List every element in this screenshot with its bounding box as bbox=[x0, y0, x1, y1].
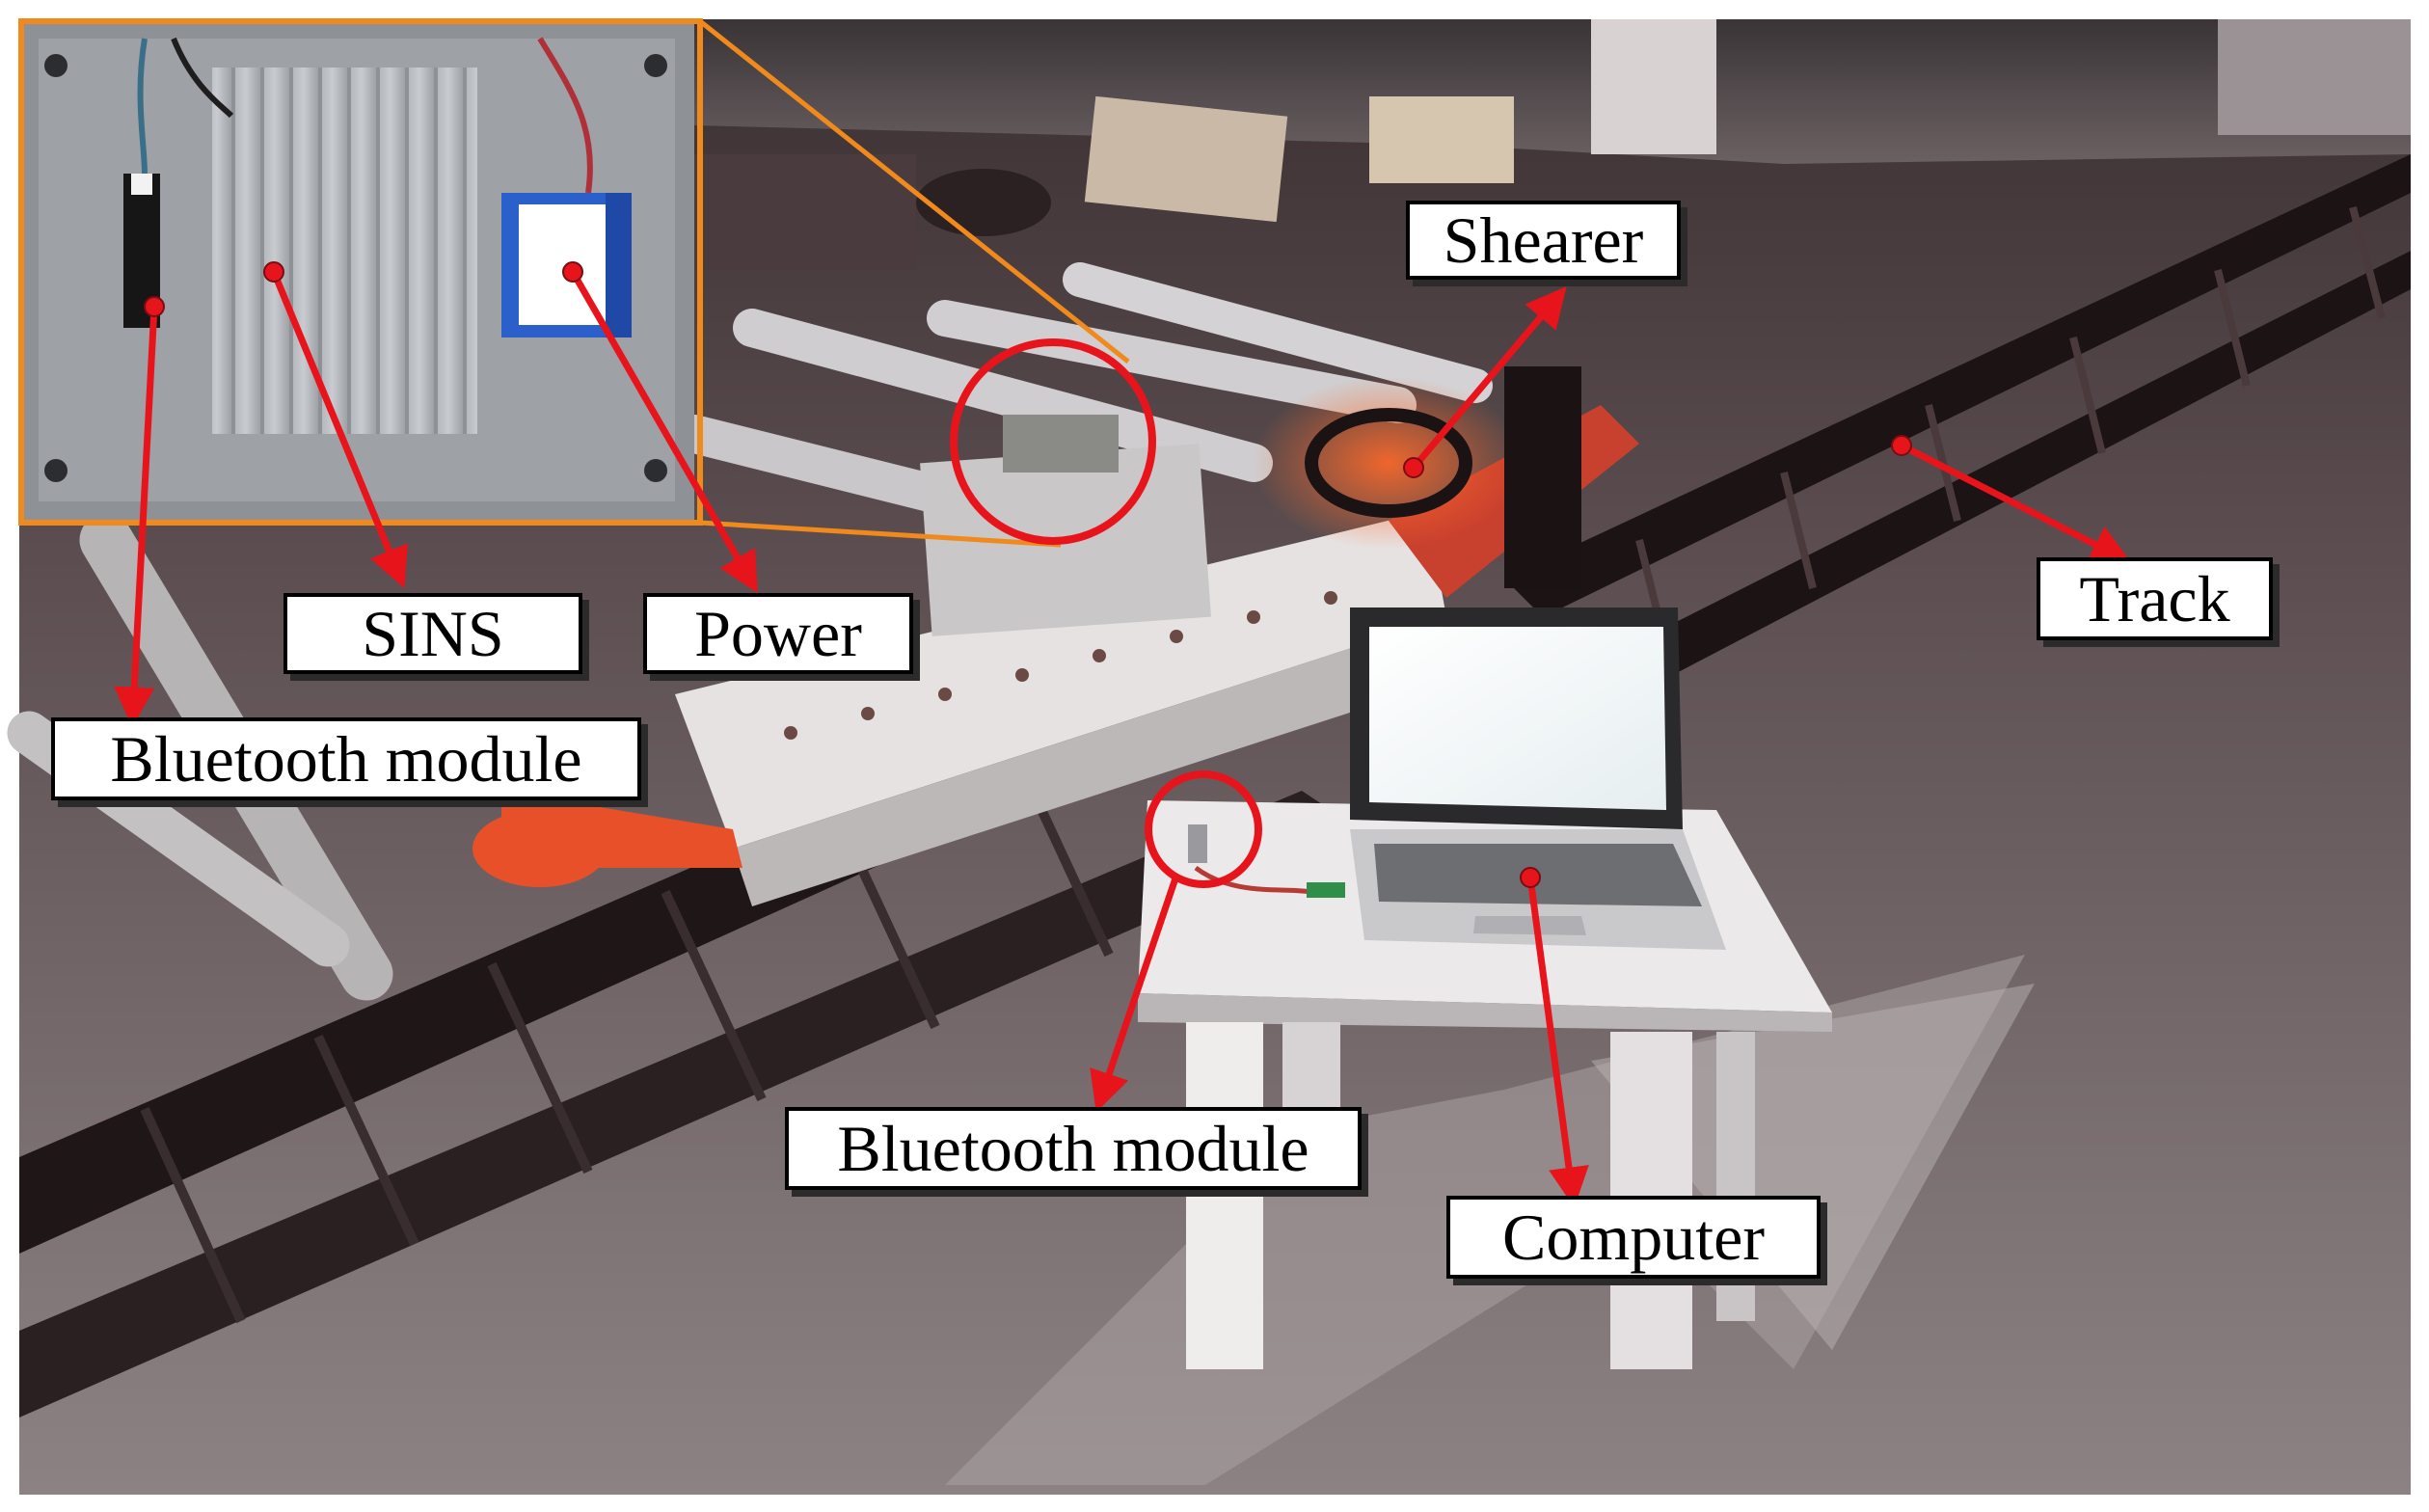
arrow-bluetooth-inset bbox=[114, 306, 158, 728]
label-track-text: Track bbox=[2079, 562, 2230, 635]
inset-border bbox=[18, 18, 703, 526]
arrow-sins bbox=[270, 270, 408, 589]
inset-photo bbox=[19, 19, 694, 521]
label-sins-text: SINS bbox=[362, 597, 504, 670]
label-sins: SINS bbox=[283, 593, 582, 674]
label-computer-text: Computer bbox=[1502, 1201, 1765, 1274]
track-rail bbox=[1504, 154, 2411, 733]
bluetooth-highlight-circle bbox=[1145, 770, 1262, 888]
arrow-bluetooth-table bbox=[1090, 874, 1180, 1113]
label-shearer-text: Shearer bbox=[1443, 203, 1644, 277]
label-shearer: Shearer bbox=[1406, 201, 1681, 280]
label-bluetooth-table-text: Bluetooth module bbox=[837, 1112, 1309, 1185]
zoom-line-top bbox=[698, 19, 1130, 364]
label-computer: Computer bbox=[1446, 1196, 1821, 1279]
label-bluetooth-table: Bluetooth module bbox=[785, 1107, 1362, 1190]
sins-highlight-circle bbox=[950, 338, 1156, 545]
arrow-power bbox=[569, 270, 758, 593]
arrow-track bbox=[1900, 442, 2132, 563]
zoom-line-bottom bbox=[699, 520, 1062, 548]
cardboard-box bbox=[1084, 95, 1288, 223]
bluetooth-dongle-table bbox=[1188, 824, 1207, 863]
label-bluetooth-inset-text: Bluetooth module bbox=[110, 722, 582, 796]
label-bluetooth-inset: Bluetooth module bbox=[51, 717, 641, 800]
pillar bbox=[1591, 19, 1716, 154]
arrow-computer bbox=[1526, 877, 1589, 1208]
laptop bbox=[1350, 608, 1726, 950]
label-power: Power bbox=[643, 593, 913, 674]
label-track: Track bbox=[2037, 557, 2273, 640]
sins-unit bbox=[212, 68, 477, 434]
label-power-text: Power bbox=[694, 597, 862, 670]
arrow-shearer bbox=[1411, 286, 1567, 471]
